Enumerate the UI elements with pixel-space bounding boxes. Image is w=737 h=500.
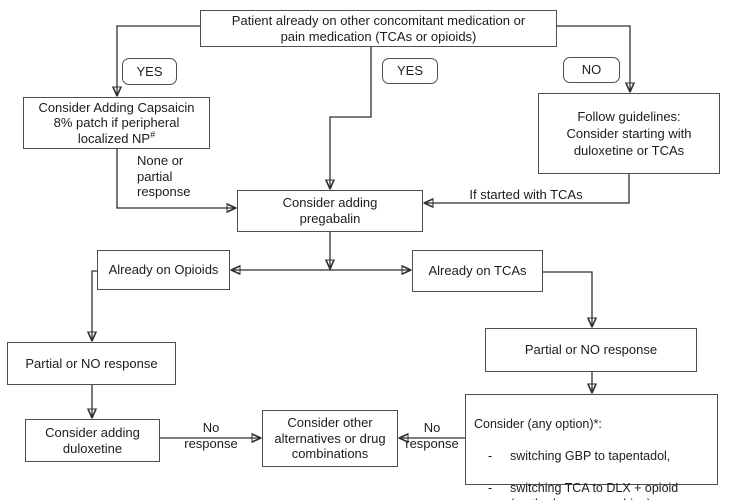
node-partial-no-response-right: Partial or NO response	[485, 328, 697, 372]
edge-patient-to-capsaicin	[117, 25, 200, 95]
bullet-dash: -	[488, 449, 493, 463]
edge-label-none-partial-response: None or partial response	[137, 153, 191, 199]
options-item: - switching GBP to tapentadol,	[488, 449, 671, 463]
capsaicin-footnote-mark: #	[150, 129, 156, 140]
edge-guidelines-to-pregabalin	[425, 174, 630, 203]
node-add-duloxetine: Consider adding duloxetine	[25, 419, 160, 462]
node-follow-guidelines: Follow guidelines: Consider starting wit…	[538, 93, 720, 174]
node-already-on-opioids: Already on Opioids	[97, 250, 230, 290]
edge-label-no-response-right: No response	[405, 420, 459, 451]
edge-patient-to-guidelines	[557, 25, 630, 91]
branch-label-yes-center: YES	[382, 58, 438, 84]
bullet-dash: -	[488, 481, 493, 495]
node-partial-no-response-left: Partial or NO response	[7, 342, 176, 385]
edge-label-no-response-left: No response	[184, 420, 238, 451]
node-capsaicin-patch: Consider Adding Capsaicin 8% patch if pe…	[23, 97, 210, 149]
branch-label-no: NO	[563, 57, 620, 83]
edge-label-if-started-with-tcas: If started with TCAs	[469, 187, 583, 202]
edge-tcas-to-partial-right	[543, 271, 592, 326]
node-already-on-tcas: Already on TCAs	[412, 250, 543, 292]
node-add-pregabalin: Consider adding pregabalin	[237, 190, 423, 232]
edge-opioids-to-partial-left	[92, 270, 97, 340]
options-title: Consider (any option)*:	[474, 417, 602, 431]
node-consider-options: Consider (any option)*: - switching GBP …	[465, 394, 718, 500]
node-patient-concomitant: Patient already on other concomitant med…	[200, 10, 557, 47]
edge-capsaicin-to-pregabalin	[116, 149, 235, 208]
edge-patient-to-pregabalin	[330, 47, 372, 188]
branch-label-yes-left: YES	[122, 58, 177, 85]
node-capsaicin-text: Consider Adding Capsaicin 8% patch if pe…	[38, 99, 195, 146]
options-item: - switching TCA to DLX + opioid (methado…	[474, 480, 709, 500]
node-other-alternatives: Consider other alternatives or drug comb…	[262, 410, 398, 467]
